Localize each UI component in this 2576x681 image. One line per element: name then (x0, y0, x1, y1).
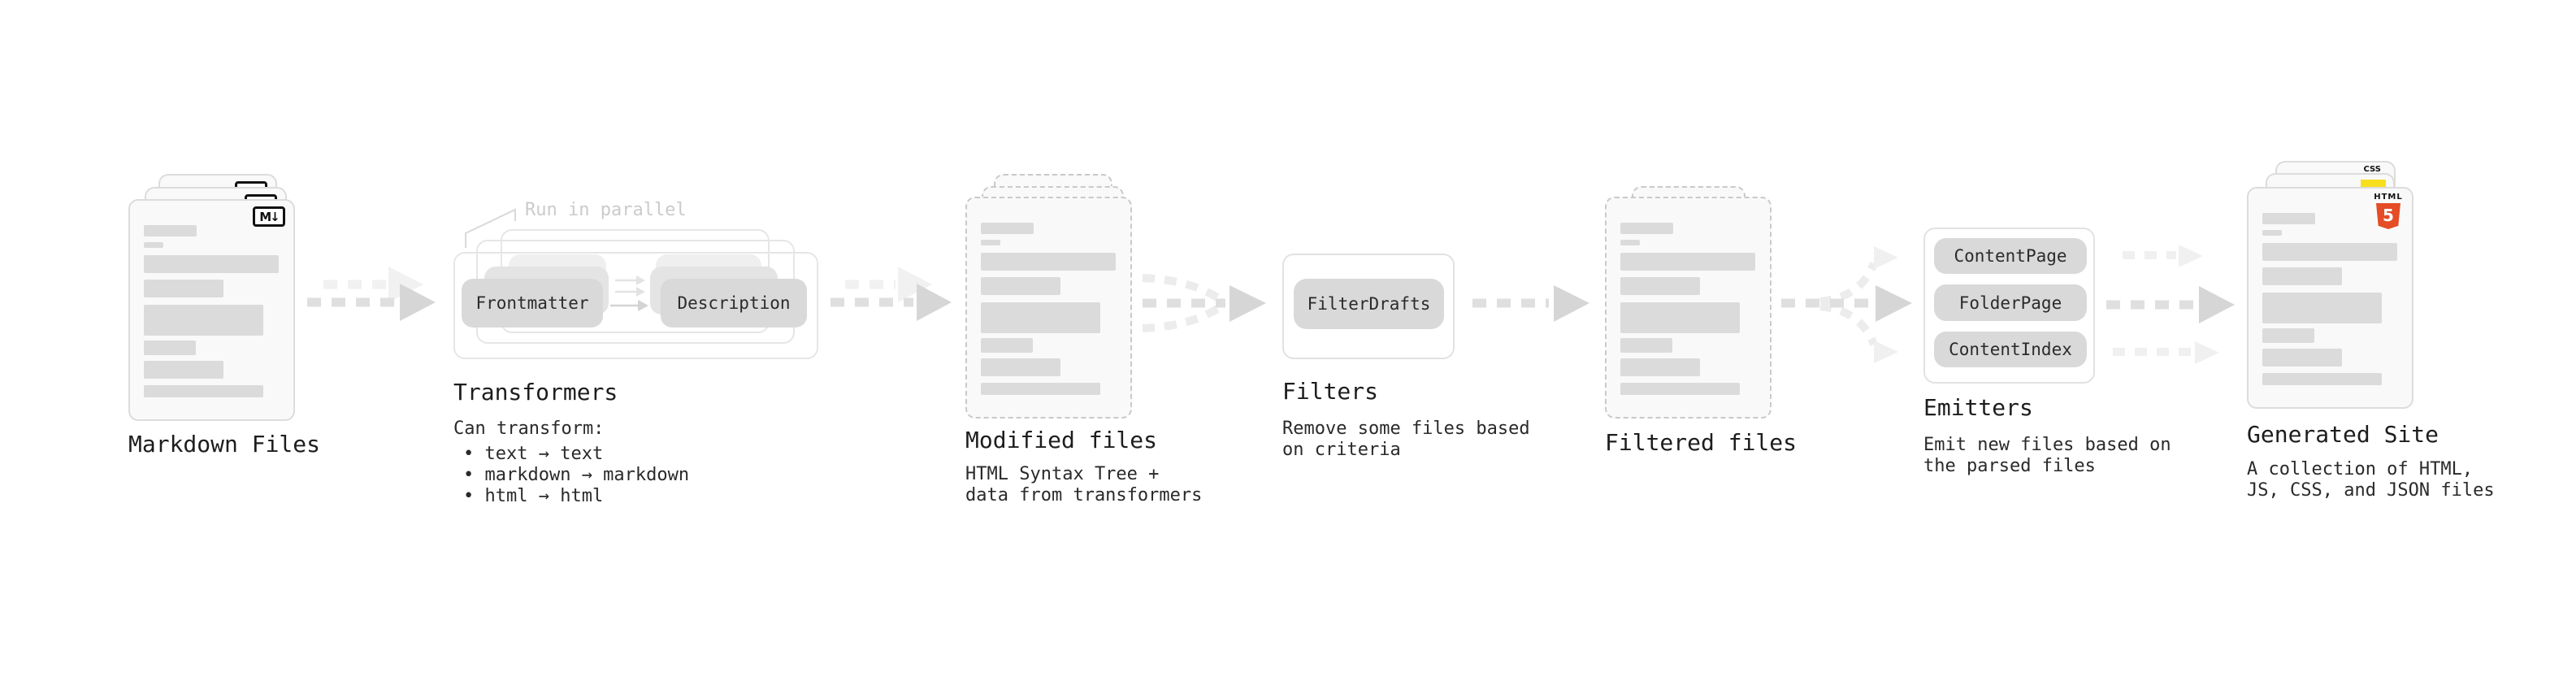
markdown-files-label: Markdown Files (128, 431, 321, 458)
transform-bullet: • text → text (463, 444, 604, 464)
arrow-modified-to-filters (1142, 274, 1266, 332)
text-skeleton-bar (2262, 230, 2282, 236)
text-skeleton-bar (981, 240, 1000, 245)
generated-site-label: Generated Site (2247, 421, 2439, 448)
text-skeleton-bar (144, 280, 223, 297)
text-skeleton-bar (981, 383, 1100, 395)
generated-file-front: HTML 5 (2247, 187, 2413, 409)
text-skeleton-bar (2262, 267, 2342, 285)
text-skeleton-bar (144, 305, 263, 336)
transformer-frame-front (453, 252, 818, 359)
html5-shield: 5 (2376, 203, 2400, 229)
emitter-chip-contentindex: ContentIndex (1934, 332, 2087, 367)
text-skeleton-bar (2262, 373, 2382, 385)
text-skeleton-bar (981, 358, 1060, 376)
text-skeleton-bar (1620, 223, 1673, 234)
text-skeleton-bar (2262, 243, 2397, 261)
transform-bullet: • markdown → markdown (463, 465, 690, 485)
generated-site-note: A collection of HTML, JS, CSS, and JSON … (2247, 459, 2495, 501)
filtered-files-label: Filtered files (1605, 429, 1798, 456)
html5-icon: HTML 5 (2374, 193, 2403, 229)
text-skeleton-bar (144, 255, 279, 273)
transformers-note-title: Can transform: (453, 419, 605, 439)
modified-file-front (965, 197, 1132, 419)
text-skeleton-bar (1620, 240, 1640, 245)
emitter-chip-folderpage: FolderPage (1934, 284, 2087, 321)
filtered-file-front (1605, 197, 1772, 419)
arrow-filters-to-filtered (1472, 285, 1589, 322)
text-skeleton-bar (981, 253, 1116, 271)
text-skeleton-bar (144, 361, 223, 379)
text-skeleton-bar (981, 277, 1060, 295)
text-skeleton-bar (144, 225, 197, 236)
text-skeleton-bar (144, 385, 263, 397)
filter-chip-filterdrafts: FilterDrafts (1294, 279, 1444, 329)
text-skeleton-bar (1620, 358, 1700, 376)
filters-note: Remove some files based on criteria (1282, 419, 1530, 460)
text-skeleton-bar (1620, 302, 1740, 333)
text-skeleton-bar (144, 340, 196, 355)
filters-label: Filters (1282, 378, 1379, 405)
run-in-parallel-annotation: Run in parallel (525, 200, 687, 220)
arrow-transformers-to-modified (830, 267, 952, 321)
modified-files-note: HTML Syntax Tree + data from transformer… (965, 464, 1203, 505)
transform-bullet: • html → html (463, 486, 604, 506)
transformer-chip-description: Description (661, 279, 807, 327)
text-skeleton-bar (2262, 349, 2342, 367)
text-skeleton-bar (2262, 213, 2315, 224)
text-skeleton-bar (2262, 328, 2314, 343)
html5-word: HTML (2374, 193, 2403, 202)
arrow-emitters-to-generated (2106, 245, 2235, 364)
text-skeleton-bar (144, 242, 163, 248)
arrow-filtered-to-emitters (1781, 246, 1912, 363)
text-skeleton-bar (1620, 338, 1672, 353)
text-skeleton-bar (981, 223, 1034, 234)
arrow-markdown-to-transformers (307, 267, 436, 321)
transformer-chip-frontmatter: Frontmatter (462, 279, 603, 327)
text-skeleton-bar (981, 338, 1033, 353)
markdown-file-front: M↓ (128, 199, 295, 421)
emitters-label: Emitters (1923, 394, 2033, 421)
modified-files-label: Modified files (965, 427, 1158, 453)
transformers-bullets: • text → text • markdown → markdown • ht… (463, 444, 689, 507)
transformers-label: Transformers (453, 379, 618, 406)
emitters-note: Emit new files based on the parsed files (1923, 435, 2171, 476)
text-skeleton-bar (981, 302, 1100, 333)
text-skeleton-bar (1620, 253, 1755, 271)
markdown-icon: M↓ (253, 206, 285, 227)
text-skeleton-bar (1620, 383, 1740, 395)
text-skeleton-bar (1620, 277, 1700, 295)
text-skeleton-bar (2262, 293, 2382, 323)
emitter-chip-contentpage: ContentPage (1934, 238, 2087, 274)
